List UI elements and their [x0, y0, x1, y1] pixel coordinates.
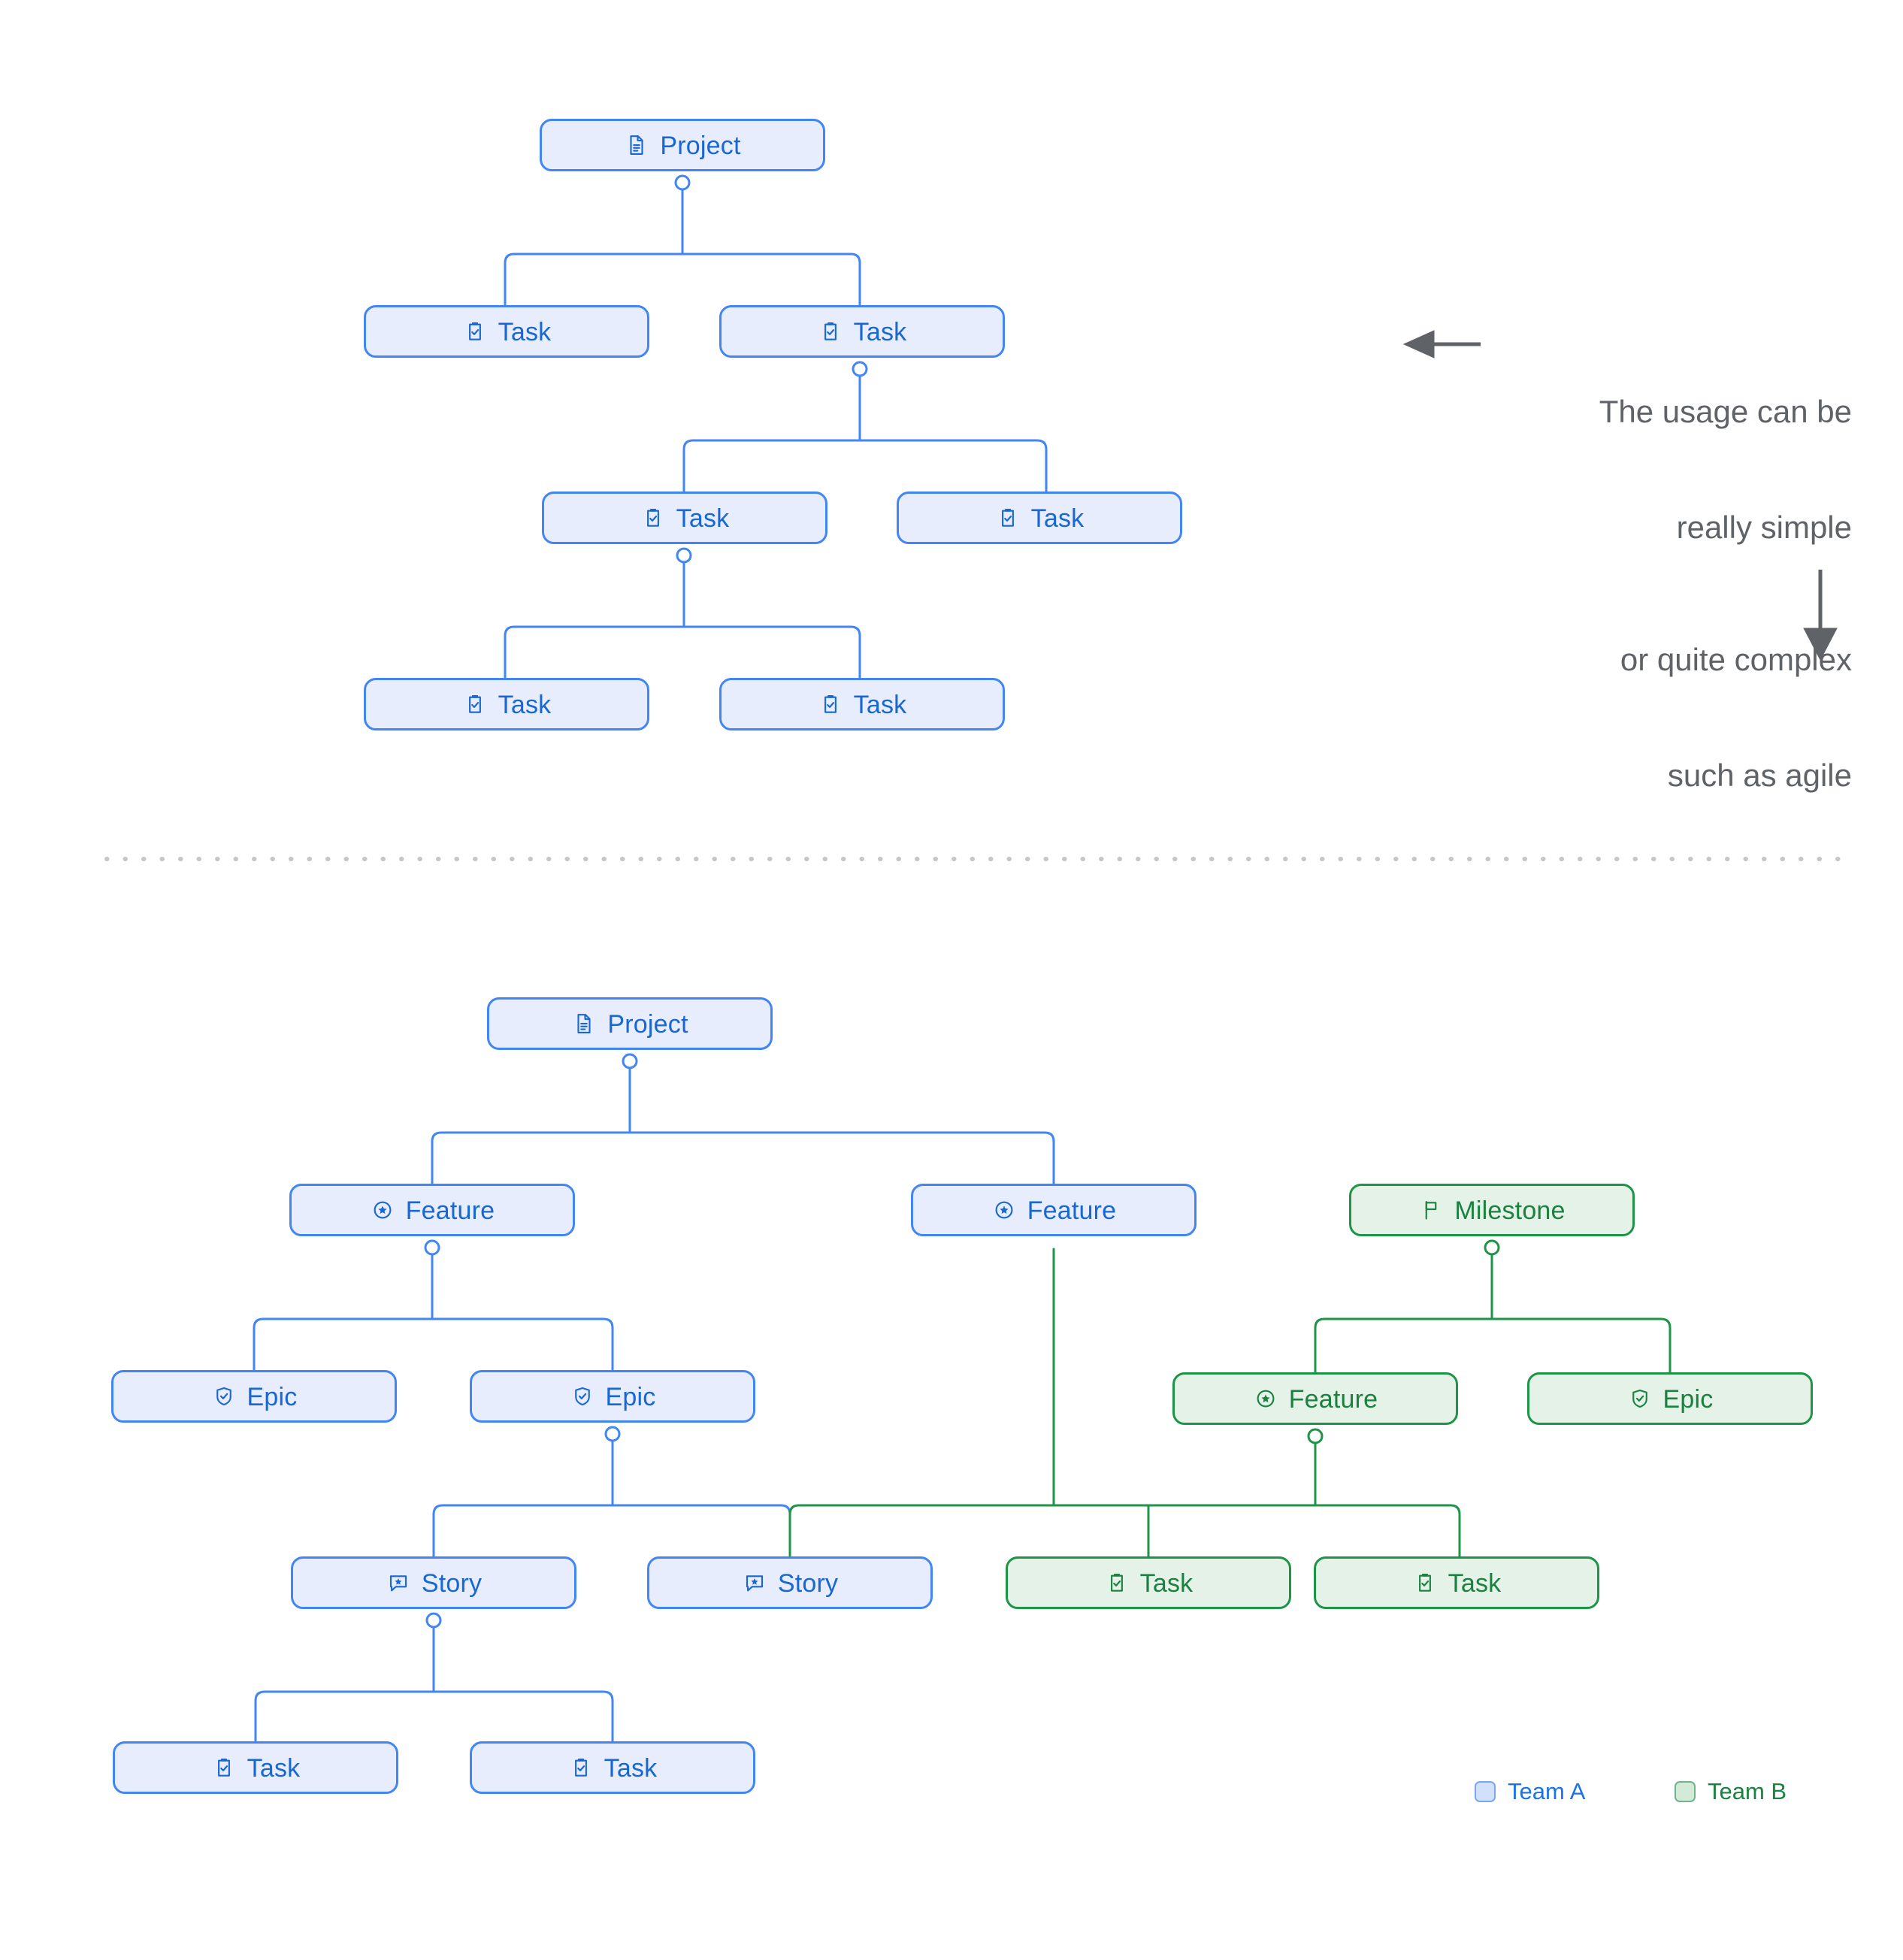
node-epic-b3[interactable]: Epic	[1527, 1372, 1813, 1425]
feature-icon	[991, 1197, 1017, 1223]
task-icon	[462, 691, 488, 717]
task-icon	[1412, 1570, 1438, 1596]
edge-project-features	[431, 1061, 1055, 1185]
node-label: Epic	[247, 1383, 298, 1411]
edge-story-tasks	[254, 1620, 614, 1743]
node-project-a0[interactable]: Project	[487, 997, 773, 1050]
annotation-line-1: really simple	[1676, 510, 1852, 546]
node-task-b5[interactable]: Task	[1314, 1556, 1599, 1609]
node-task-a7[interactable]: Task	[113, 1741, 398, 1794]
node-task-s2[interactable]: Task	[719, 305, 1005, 358]
story-icon	[386, 1570, 411, 1596]
node-task-s6[interactable]: Task	[719, 678, 1005, 730]
edges-agile-team-b	[788, 1239, 1672, 1558]
node-task-b4[interactable]: Task	[1006, 1556, 1291, 1609]
node-label: Project	[607, 1010, 688, 1039]
edge-anchor	[676, 547, 692, 564]
edges-agile-team-a	[253, 1053, 1055, 1743]
annotation-arrows	[1402, 330, 1838, 661]
node-label: Feature	[1288, 1385, 1378, 1414]
node-label: Project	[660, 132, 741, 160]
node-label: Task	[1030, 504, 1085, 533]
edge-task-tasks-2	[504, 555, 861, 679]
edge-anchor	[852, 361, 868, 377]
legend-label-team-b: Team B	[1708, 1778, 1787, 1804]
node-label: Story	[777, 1569, 839, 1598]
node-label: Task	[853, 318, 907, 346]
node-label: Epic	[1662, 1385, 1714, 1414]
document-icon	[571, 1011, 597, 1036]
node-label: Task	[1139, 1569, 1194, 1598]
node-label: Task	[1448, 1569, 1502, 1598]
task-icon	[640, 505, 666, 531]
task-icon	[462, 319, 488, 344]
left-arrow-head	[1402, 330, 1435, 358]
annotation-line-3: such as agile	[1667, 757, 1852, 793]
node-label: Task	[853, 691, 907, 719]
edges-simple	[504, 174, 1048, 679]
node-label: Feature	[405, 1196, 495, 1225]
node-label: Task	[498, 318, 552, 346]
node-label: Task	[498, 691, 552, 719]
node-label: Task	[604, 1754, 658, 1783]
task-icon	[568, 1755, 594, 1780]
edge-milestone-children	[1314, 1248, 1672, 1374]
edge-feature-epics	[253, 1248, 614, 1372]
milestone-icon	[1418, 1197, 1444, 1223]
legend-item-team-a[interactable]: Team A	[1475, 1778, 1585, 1805]
task-icon	[1104, 1570, 1130, 1596]
edge-project-tasks	[504, 183, 861, 307]
node-label: Task	[247, 1754, 301, 1783]
edge-anchor	[1307, 1428, 1324, 1444]
node-label: Task	[676, 504, 730, 533]
epic-icon	[570, 1384, 595, 1409]
story-icon	[742, 1570, 767, 1596]
epic-icon	[1627, 1386, 1653, 1411]
edge-task-tasks-1	[682, 369, 1048, 493]
node-task-s3[interactable]: Task	[542, 492, 827, 544]
annotation-line-0: The usage can be	[1599, 394, 1852, 430]
node-label: Milestone	[1454, 1196, 1566, 1225]
node-story-a5[interactable]: Story	[291, 1556, 576, 1609]
node-label: Story	[421, 1569, 483, 1598]
node-story-a6[interactable]: Story	[647, 1556, 933, 1609]
annotation-text: The usage can be really simple or quite …	[1371, 316, 1852, 871]
feature-icon	[1253, 1386, 1278, 1411]
node-epic-a4[interactable]: Epic	[470, 1370, 755, 1423]
node-project-s0[interactable]: Project	[540, 119, 825, 171]
edge-anchor	[425, 1612, 442, 1629]
down-arrow-head	[1803, 628, 1838, 661]
legend-swatch-team-a	[1475, 1781, 1496, 1802]
node-epic-a3[interactable]: Epic	[111, 1370, 397, 1423]
edge-anchor	[604, 1426, 621, 1442]
node-feature-a1[interactable]: Feature	[289, 1184, 575, 1236]
node-feature-a2[interactable]: Feature	[911, 1184, 1197, 1236]
node-label: Feature	[1027, 1196, 1117, 1225]
node-milestone-b1[interactable]: Milestone	[1349, 1184, 1635, 1236]
edge-anchor	[424, 1239, 440, 1256]
node-task-s4[interactable]: Task	[897, 492, 1182, 544]
legend-swatch-team-b	[1675, 1781, 1696, 1802]
node-task-s1[interactable]: Task	[364, 305, 649, 358]
legend-label-team-a: Team A	[1508, 1778, 1586, 1804]
feature-icon	[370, 1197, 395, 1223]
edge-anchor	[674, 174, 691, 191]
node-feature-b2[interactable]: Feature	[1172, 1372, 1458, 1425]
task-icon	[818, 691, 843, 717]
annotation-line-2: or quite complex	[1620, 641, 1852, 677]
task-icon	[995, 505, 1021, 531]
node-task-s5[interactable]: Task	[364, 678, 649, 730]
epic-icon	[211, 1384, 237, 1409]
task-icon	[818, 319, 843, 344]
node-label: Epic	[605, 1383, 656, 1411]
node-task-a8[interactable]: Task	[470, 1741, 755, 1794]
document-icon	[624, 132, 649, 158]
edge-feature-tasks-green	[788, 1436, 1461, 1558]
legend-item-team-b[interactable]: Team B	[1675, 1778, 1787, 1805]
edge-epic-stories	[432, 1434, 791, 1558]
edge-anchor	[622, 1053, 638, 1069]
edge-anchor	[1484, 1239, 1500, 1256]
task-icon	[211, 1755, 237, 1780]
